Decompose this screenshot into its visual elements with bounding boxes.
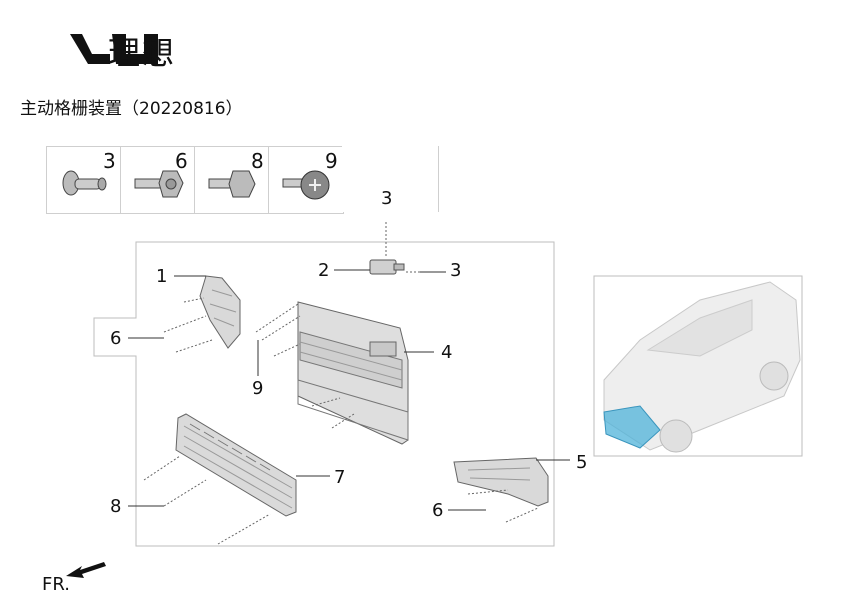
hardware-cell: 3 xyxy=(46,146,122,214)
brand-logo xyxy=(70,34,158,64)
flange-bolt-icon xyxy=(134,170,184,198)
hardware-number: 3 xyxy=(103,149,116,173)
callout-8: 8 xyxy=(110,496,122,517)
direction-label: FR. xyxy=(42,574,70,595)
hex-bolt-icon xyxy=(208,170,256,198)
grille-actuator xyxy=(369,259,405,275)
left-air-guide xyxy=(199,275,241,349)
right-air-guide xyxy=(453,457,549,507)
hardware-number: 9 xyxy=(325,149,338,173)
callout-4: 4 xyxy=(441,342,453,363)
hardware-empty-cell xyxy=(342,146,439,212)
callout-1: 1 xyxy=(156,266,168,287)
brand-name: 理想 xyxy=(108,34,177,72)
hardware-number: 8 xyxy=(251,149,264,173)
front-direction-arrow xyxy=(66,562,106,578)
fastener-lines xyxy=(143,222,539,545)
callout-3-top: 3 xyxy=(381,188,393,209)
screw-icon xyxy=(282,170,330,200)
callout-2: 2 xyxy=(318,260,330,281)
hardware-number: 6 xyxy=(175,149,188,173)
upper-shutter-frame xyxy=(297,301,409,445)
leader-lines xyxy=(128,269,570,511)
hardware-cell: 9 xyxy=(268,146,344,214)
callout-6-right: 6 xyxy=(432,500,444,521)
page-title: 主动格栅装置（20220816） xyxy=(20,99,243,119)
vehicle-location-inset xyxy=(593,275,803,457)
lower-shutter xyxy=(175,413,297,517)
callout-7: 7 xyxy=(334,467,346,488)
hardware-table: 3 6 8 9 xyxy=(46,146,440,214)
hardware-cell: 6 xyxy=(120,146,196,214)
push-rivet-icon xyxy=(62,170,107,196)
callout-3-right: 3 xyxy=(450,260,462,281)
callout-6-left: 6 xyxy=(110,328,122,349)
callout-9: 9 xyxy=(252,378,264,399)
callout-5: 5 xyxy=(576,452,588,473)
hardware-cell: 8 xyxy=(194,146,270,214)
